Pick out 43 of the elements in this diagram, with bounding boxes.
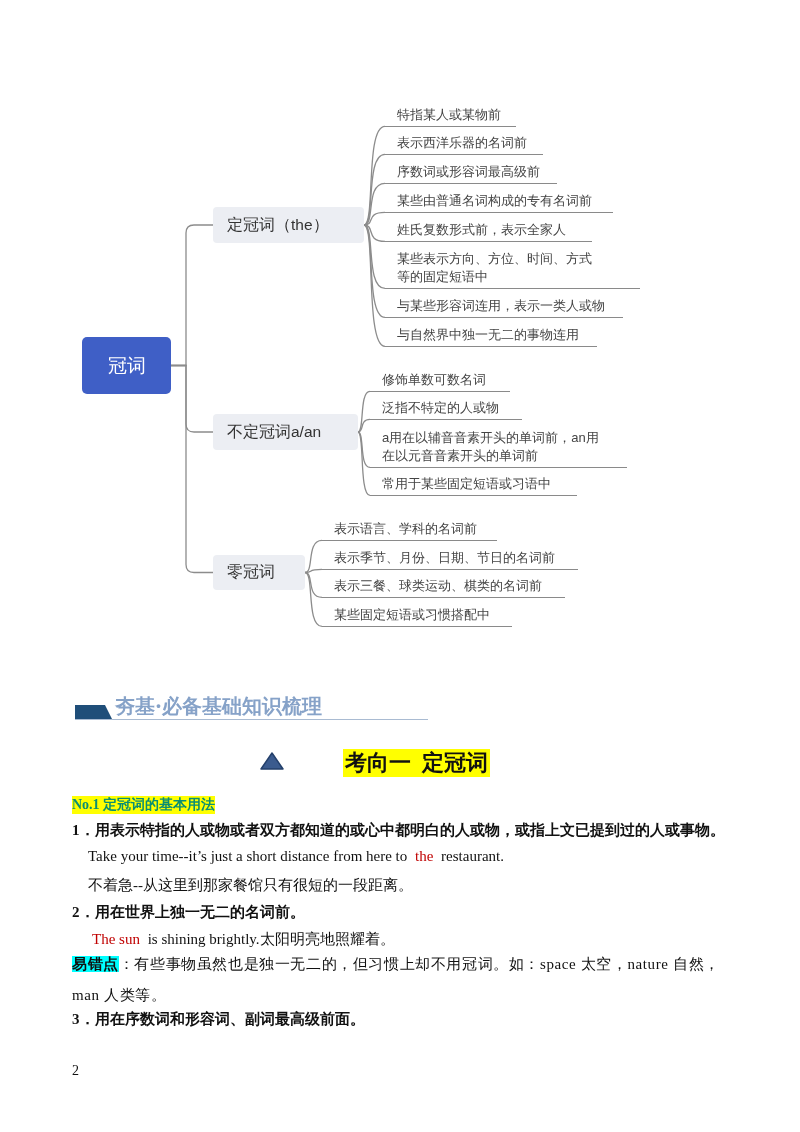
underlined-subtopic: 某些由普通名词构成的专有名词前: [385, 192, 613, 213]
underlined-subtopic: 修饰单数可数名词: [370, 371, 510, 392]
example-sentence: Take your time--it’s just a short distance from here to the restaurant.: [88, 847, 504, 866]
branch-line: [304, 539, 323, 574]
section-heading: 夯基·必备基础知识梳理: [115, 693, 322, 719]
branch-line: [357, 431, 371, 497]
subtopic-box: 零冠词: [213, 555, 305, 590]
branch-line: [357, 390, 371, 433]
underlined-subtopic: 表示季节、月份、日期、节日的名词前: [322, 549, 578, 570]
note-paragraph: 易错点：有些事物虽然也是独一无二的，但习惯上却不用冠词。如：space 太空，nature 自然，man 人类等。: [72, 955, 721, 1005]
underlined-subtopic: 表示西洋乐器的名词前: [385, 134, 543, 155]
underlined-subtopic: 某些表示方向、方位、时间、方式等的固定短语中: [385, 250, 640, 289]
underlined-subtopic: 表示语言、学科的名词前: [322, 520, 497, 541]
highlighted-title: 考向一 定冠词: [343, 749, 490, 777]
branch-line: [363, 211, 386, 226]
branch-line: [357, 418, 371, 433]
underlined-subtopic: 某些固定短语或习惯搭配中: [322, 606, 512, 627]
underlined-subtopic: 姓氏复数形式前，表示全家人: [385, 221, 592, 242]
branch-line: [363, 153, 386, 226]
translation-text: 不着急--从这里到那家餐馆只有很短的一段距离。: [88, 876, 413, 895]
branch-line: [363, 224, 386, 243]
branch-line: [363, 125, 386, 226]
rule-heading: 2．用在世界上独一无二的名词前。: [72, 903, 305, 922]
example-sentence: The sun is shining brightly.太阳明亮地照耀着。: [91, 930, 395, 949]
branch-line: [363, 224, 386, 348]
rule-heading: 1．用表示特指的人或物或者双方都知道的或心中都明白的人或物，或指上文已提到过的人或事物。: [72, 821, 725, 840]
underlined-subtopic: 常用于某些固定短语或习语中: [370, 475, 577, 496]
underlined-subtopic: 与自然界中独一无二的事物连用: [385, 326, 597, 347]
root-topic-box: 冠词: [82, 337, 171, 394]
underlined-subtopic: 特指某人或某物前: [385, 106, 516, 127]
branch-line: [357, 431, 371, 469]
branch-line: [304, 571, 323, 628]
underlined-subtopic: 泛指不特定的人或物: [370, 399, 522, 420]
rule-heading: 3．用在序数词和形容词、副词最高级前面。: [72, 1010, 365, 1029]
highlighted-subheading: No.1 定冠词的基本用法: [72, 796, 216, 814]
branch-line: [170, 364, 214, 574]
underlined-subtopic: 表示三餐、球类运动、棋类的名词前: [322, 577, 565, 598]
subtopic-box: 定冠词（the）: [213, 207, 364, 243]
underlined-subtopic: 序数词或形容词最高级前: [385, 163, 557, 184]
underlined-subtopic: a用在以辅音音素开头的单词前，an用在以元音音素开头的单词前: [370, 429, 627, 468]
underlined-subtopic: 与某些形容词连用，表示一类人或物: [385, 297, 623, 318]
subtopic-box: 不定冠词a/an: [213, 414, 358, 450]
page-number: 2: [72, 1062, 79, 1080]
